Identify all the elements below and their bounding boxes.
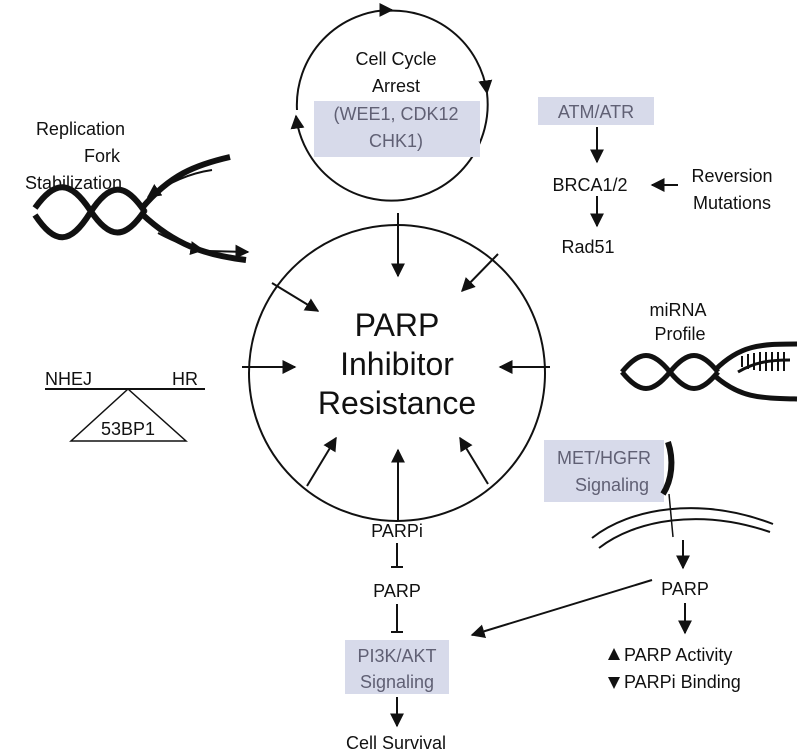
atm-label: ATM/ATR	[558, 102, 634, 122]
replication-line2: Fork	[84, 146, 121, 166]
cell-survival-label: Cell Survival	[346, 733, 446, 752]
cell-cycle-line3: (WEE1, CDK12	[333, 104, 458, 124]
membrane-inner	[598, 518, 771, 549]
met-line2: Signaling	[575, 475, 649, 495]
arrow-from-lower-left	[306, 436, 337, 487]
mirna-line2: Profile	[654, 324, 705, 344]
center-node: PARP Inhibitor Resistance	[248, 224, 546, 522]
arrow-from-met	[459, 436, 489, 485]
replication-line3: Stabilization	[25, 173, 122, 193]
cell-cycle-line1: Cell Cycle	[355, 49, 436, 69]
brca-label: BRCA1/2	[552, 175, 627, 195]
met-highlight	[544, 440, 664, 502]
pi3k-line1: PI3K/AKT	[357, 646, 436, 666]
met-parp-label: PARP	[661, 579, 709, 599]
replication-line1: Replication	[36, 119, 125, 139]
center-title-line3: Resistance	[318, 385, 476, 421]
pi3k-highlight	[345, 640, 449, 694]
cell-cycle-line2: Arrest	[372, 76, 420, 96]
receptor-icon	[660, 441, 675, 496]
arrow-from-replication	[271, 282, 320, 312]
center-title-line2: Inhibitor	[340, 346, 454, 382]
parpi-binding-label: PARPi Binding	[624, 672, 741, 692]
mirna-node: miRNA Profile	[620, 300, 798, 402]
reversion-line1: Reversion	[691, 166, 772, 186]
rad51-label: Rad51	[561, 237, 614, 257]
met-node: MET/HGFR Signaling PARP PARP Activity PA…	[470, 440, 774, 692]
fulcrum-label: 53BP1	[101, 419, 155, 439]
parp-activity-label: PARP Activity	[624, 645, 732, 665]
atm-node: ATM/ATR BRCA1/2 Rad51 Reversion Mutation…	[538, 97, 773, 257]
reversion-line2: Mutations	[693, 193, 771, 213]
parpi-label: PARPi	[371, 521, 423, 541]
mirna-line1: miRNA	[650, 300, 707, 320]
arrow-from-atm	[461, 253, 499, 293]
replication-fork-icon	[32, 154, 250, 263]
repair-balance: NHEJ HR 53BP1	[45, 369, 205, 442]
met-line1: MET/HGFR	[557, 448, 651, 468]
atm-highlight	[538, 97, 654, 125]
mirna-helix-icon	[620, 341, 798, 402]
pathway-node: PARPi PARP PI3K/AKT Signaling Cell Survi…	[345, 521, 449, 752]
cell-cycle-node: Cell Cycle Arrest (WEE1, CDK12 CHK1)	[290, 2, 493, 202]
hr-label: HR	[172, 369, 198, 389]
center-title-line1: PARP	[355, 307, 440, 343]
fulcrum-triangle	[69, 387, 188, 442]
nhej-label: NHEJ	[45, 369, 92, 389]
cell-cycle-line4: CHK1)	[369, 131, 423, 151]
replication-node: Replication Fork Stabilization	[25, 119, 250, 263]
membrane-outer	[591, 507, 774, 539]
pi3k-line2: Signaling	[360, 672, 434, 692]
pathway-parp-label: PARP	[373, 581, 421, 601]
cell-cycle-highlight	[314, 101, 480, 157]
arrow-met-to-pi3k	[470, 579, 653, 639]
inward-arrows	[242, 213, 550, 520]
